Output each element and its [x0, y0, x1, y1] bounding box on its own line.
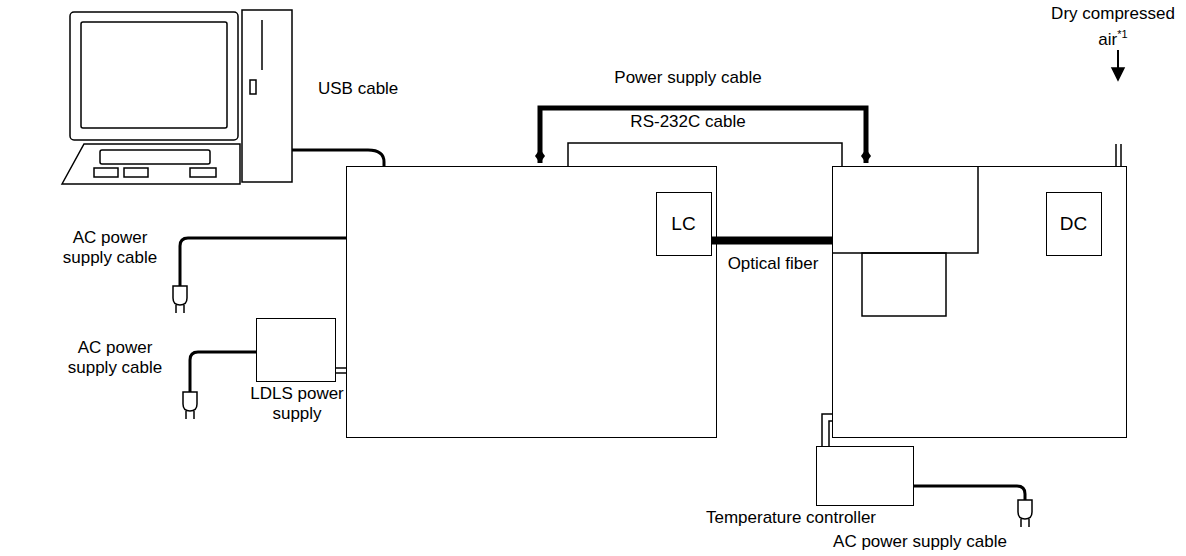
- dc-label-box: DC: [1046, 192, 1102, 256]
- right-unit-parts: [832, 166, 978, 316]
- cable-label: RS-232C cable: [627, 112, 748, 132]
- cable-label: USB cable: [318, 79, 398, 99]
- usb-wire: [292, 150, 384, 166]
- ldls-power-box: LDLS power supply: [256, 318, 336, 382]
- ac-cables: [180, 238, 1025, 500]
- air-text: Dry compressed air: [1051, 4, 1175, 49]
- optical-fiber: [712, 240, 833, 241]
- lc-label-box: LC: [656, 192, 712, 256]
- temperature-cable: [822, 414, 832, 446]
- node-label: LDLS power supply: [242, 384, 352, 424]
- ac-cable-label: AC power supply cable: [60, 338, 170, 378]
- dc-unit: DC: [832, 166, 1127, 438]
- plug-symbols: [173, 286, 1032, 527]
- ac-cable-label: AC power supply cable: [55, 228, 165, 268]
- ac-cable-label: AC power supply cable: [800, 532, 1040, 552]
- power-supply-cable: [540, 108, 866, 163]
- cable-label: Power supply cable: [611, 68, 764, 88]
- node-label: DC: [1047, 193, 1101, 255]
- cable-label: Optical fiber: [725, 254, 822, 274]
- temperature-controller-box: Temperature controller: [816, 446, 914, 506]
- node-label: Temperature controller: [671, 508, 911, 528]
- node-label: LC: [657, 193, 711, 255]
- computer-illustration: [62, 10, 292, 184]
- footnote-mark: *1: [1117, 28, 1127, 40]
- ldls-cable: [336, 368, 346, 373]
- lc-unit: LC: [346, 166, 717, 438]
- air-inlet: [1112, 50, 1124, 166]
- air-label: Dry compressed air*1: [1046, 4, 1180, 50]
- rs232c-cable: [568, 143, 842, 166]
